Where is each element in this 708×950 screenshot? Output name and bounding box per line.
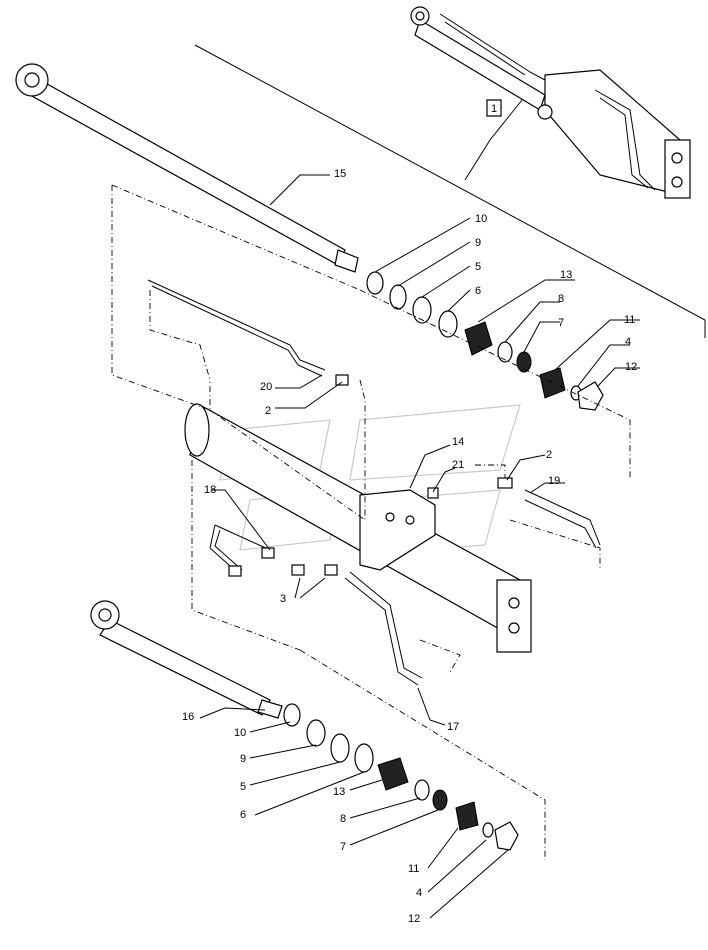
cylinder-assembly-reference bbox=[410, 6, 691, 199]
callout-12-upper: 12 bbox=[625, 361, 637, 373]
callout-17: 17 bbox=[447, 721, 459, 733]
rod-upper-15 bbox=[15, 63, 359, 273]
callout-9-upper: 9 bbox=[475, 237, 481, 249]
callout-3: 3 bbox=[280, 593, 286, 605]
callout-10-lower: 10 bbox=[234, 727, 246, 739]
callout-7-upper: 7 bbox=[558, 317, 564, 329]
callout-18: 18 bbox=[204, 484, 216, 496]
callout-12-lower: 12 bbox=[408, 913, 420, 925]
callout-16: 16 bbox=[182, 711, 194, 723]
leader-lines bbox=[199, 174, 640, 919]
callout-5-upper: 5 bbox=[475, 261, 481, 273]
callout-7-lower: 7 bbox=[340, 841, 346, 853]
callout-15: 15 bbox=[334, 168, 346, 180]
tube-20 bbox=[147, 279, 326, 371]
callout-4-lower: 4 bbox=[416, 887, 422, 899]
fittings bbox=[228, 374, 513, 577]
callout-21: 21 bbox=[452, 459, 464, 471]
callout-11-upper: 11 bbox=[624, 314, 635, 326]
upper-seal-set bbox=[366, 271, 604, 411]
callout-5-lower: 5 bbox=[240, 781, 246, 793]
callout-20: 20 bbox=[260, 381, 272, 393]
callout-11-lower: 11 bbox=[408, 863, 419, 875]
lower-seal-set bbox=[283, 703, 519, 851]
callout-14: 14 bbox=[452, 436, 464, 448]
reference-line bbox=[194, 44, 706, 338]
callout-13-upper: 13 bbox=[560, 269, 572, 281]
callout-labels: 15 10 9 5 6 13 8 7 11 4 12 20 2 14 21 2 … bbox=[182, 168, 637, 925]
callout-6-upper: 6 bbox=[475, 285, 481, 297]
callout-6-lower: 6 bbox=[240, 809, 246, 821]
ref-box-1-label: 1 bbox=[491, 103, 497, 115]
callout-2-left: 2 bbox=[265, 405, 271, 417]
callout-10-upper: 10 bbox=[475, 213, 487, 225]
ref-box-1 bbox=[486, 99, 502, 117]
callout-13-lower: 13 bbox=[333, 786, 345, 798]
callout-8-upper: 8 bbox=[558, 293, 564, 305]
callout-8-lower: 8 bbox=[340, 813, 346, 825]
reference-leader bbox=[464, 89, 531, 181]
callout-2-right: 2 bbox=[546, 449, 552, 461]
callout-19: 19 bbox=[548, 475, 560, 487]
phantom-lines bbox=[111, 184, 631, 860]
tube-19 bbox=[524, 489, 601, 546]
callout-9-lower: 9 bbox=[240, 753, 246, 765]
callout-4-upper: 4 bbox=[625, 336, 631, 348]
cylinder-barrel bbox=[184, 403, 532, 653]
tube-17 bbox=[344, 571, 423, 686]
rod-lower-16 bbox=[90, 600, 283, 719]
